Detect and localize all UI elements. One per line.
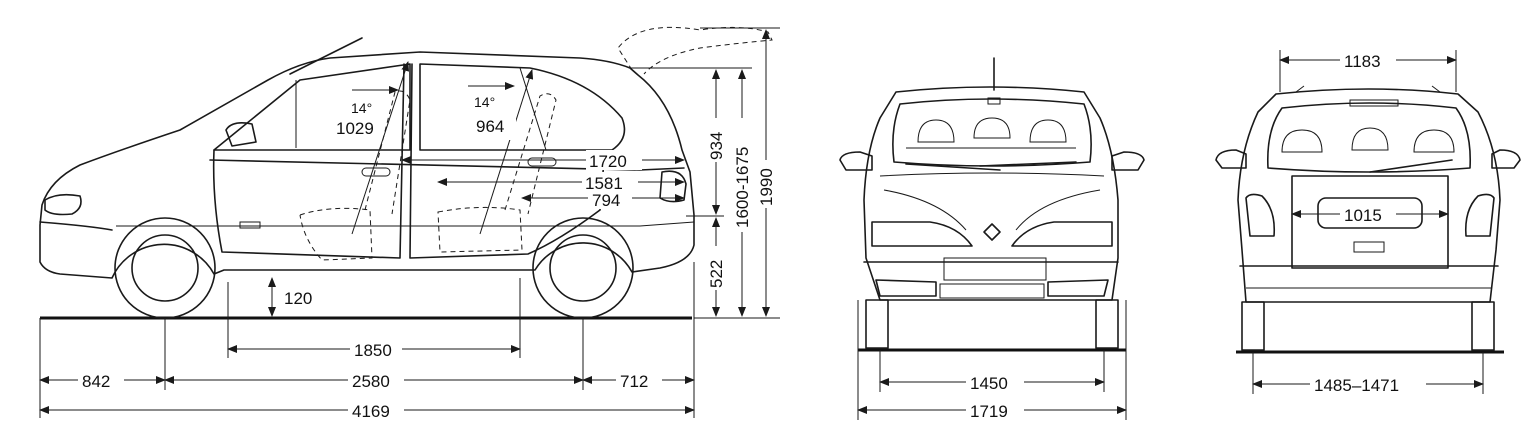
rear-right-tyre (1471, 301, 1495, 351)
track-dim-1850: 1850 (354, 341, 392, 360)
rear-body-outline (1237, 88, 1501, 303)
windscreen (892, 98, 1092, 167)
cargo-length-1720: 1720 (589, 152, 627, 171)
front-window (213, 63, 411, 151)
rear-left-lamp (1245, 193, 1276, 237)
tail-lamp (659, 170, 687, 203)
front-left-mirror (839, 151, 873, 171)
front-door-handle (361, 167, 391, 177)
front-left-tyre (865, 299, 889, 349)
side-body-outline (39, 51, 695, 279)
front-overhang: 842 (82, 372, 110, 391)
left-headlamp (871, 221, 973, 247)
front-right-tyre (1095, 299, 1119, 349)
roof-width: 1183 (1344, 52, 1381, 71)
right-fog-lamp (1047, 279, 1109, 297)
rear-door-handle (527, 157, 557, 167)
height-with-tailgate: 1990 (757, 168, 776, 206)
overall-height: 1600-1675 (733, 147, 752, 228)
rear-left-tyre (1241, 301, 1265, 351)
antenna (289, 37, 363, 75)
rear-left-mirror (1215, 149, 1247, 169)
ground-clearance: 120 (284, 289, 312, 308)
front-body-outline (863, 86, 1119, 301)
rear-seat-length: 964 (476, 117, 504, 136)
rear-view: 1183 1015 1485–1471 (1215, 49, 1521, 395)
front-view: 1450 1719 (839, 57, 1145, 421)
wheelbase: 2580 (352, 372, 390, 391)
rear-track: 1485–1471 (1314, 376, 1399, 395)
right-headlamp (1011, 221, 1113, 247)
tailgate-width: 1015 (1344, 206, 1382, 225)
tailgate-panel (1291, 175, 1449, 269)
front-right-mirror (1111, 151, 1145, 171)
rear-overhang: 712 (620, 372, 648, 391)
front-seat-length: 1029 (336, 119, 374, 138)
tailgate-open-ghost (617, 26, 773, 75)
rear-seat-angle: 14° (474, 94, 495, 110)
front-seat-ghost (299, 207, 373, 261)
front-bumper (39, 221, 113, 231)
overall-width: 1719 (970, 402, 1008, 421)
front-seat-angle: 14° (351, 100, 372, 116)
rear-wheel (532, 217, 634, 319)
rear-seat-ghost (437, 206, 523, 253)
front-wheel (114, 217, 216, 319)
rear-right-lamp (1464, 193, 1495, 237)
headlamp (44, 193, 82, 216)
rear-window-glass (1266, 102, 1472, 173)
lower-height: 522 (707, 260, 726, 288)
upper-height: 934 (707, 132, 726, 160)
cargo-length-794: 794 (592, 191, 620, 210)
front-track: 1450 (970, 374, 1008, 393)
overall-length: 4169 (352, 402, 390, 421)
side-view: 14° 14° 1029 964 1720 1581 794 120 1850 … (39, 26, 780, 421)
rear-right-mirror (1491, 149, 1521, 169)
cargo-length-1581: 1581 (585, 174, 623, 193)
rear-door (409, 63, 605, 259)
brand-logo (983, 223, 1001, 241)
left-fog-lamp (875, 279, 937, 297)
rear-window (419, 63, 626, 151)
side-crease (116, 221, 695, 227)
side-mirror (225, 122, 257, 147)
front-door (212, 63, 405, 259)
